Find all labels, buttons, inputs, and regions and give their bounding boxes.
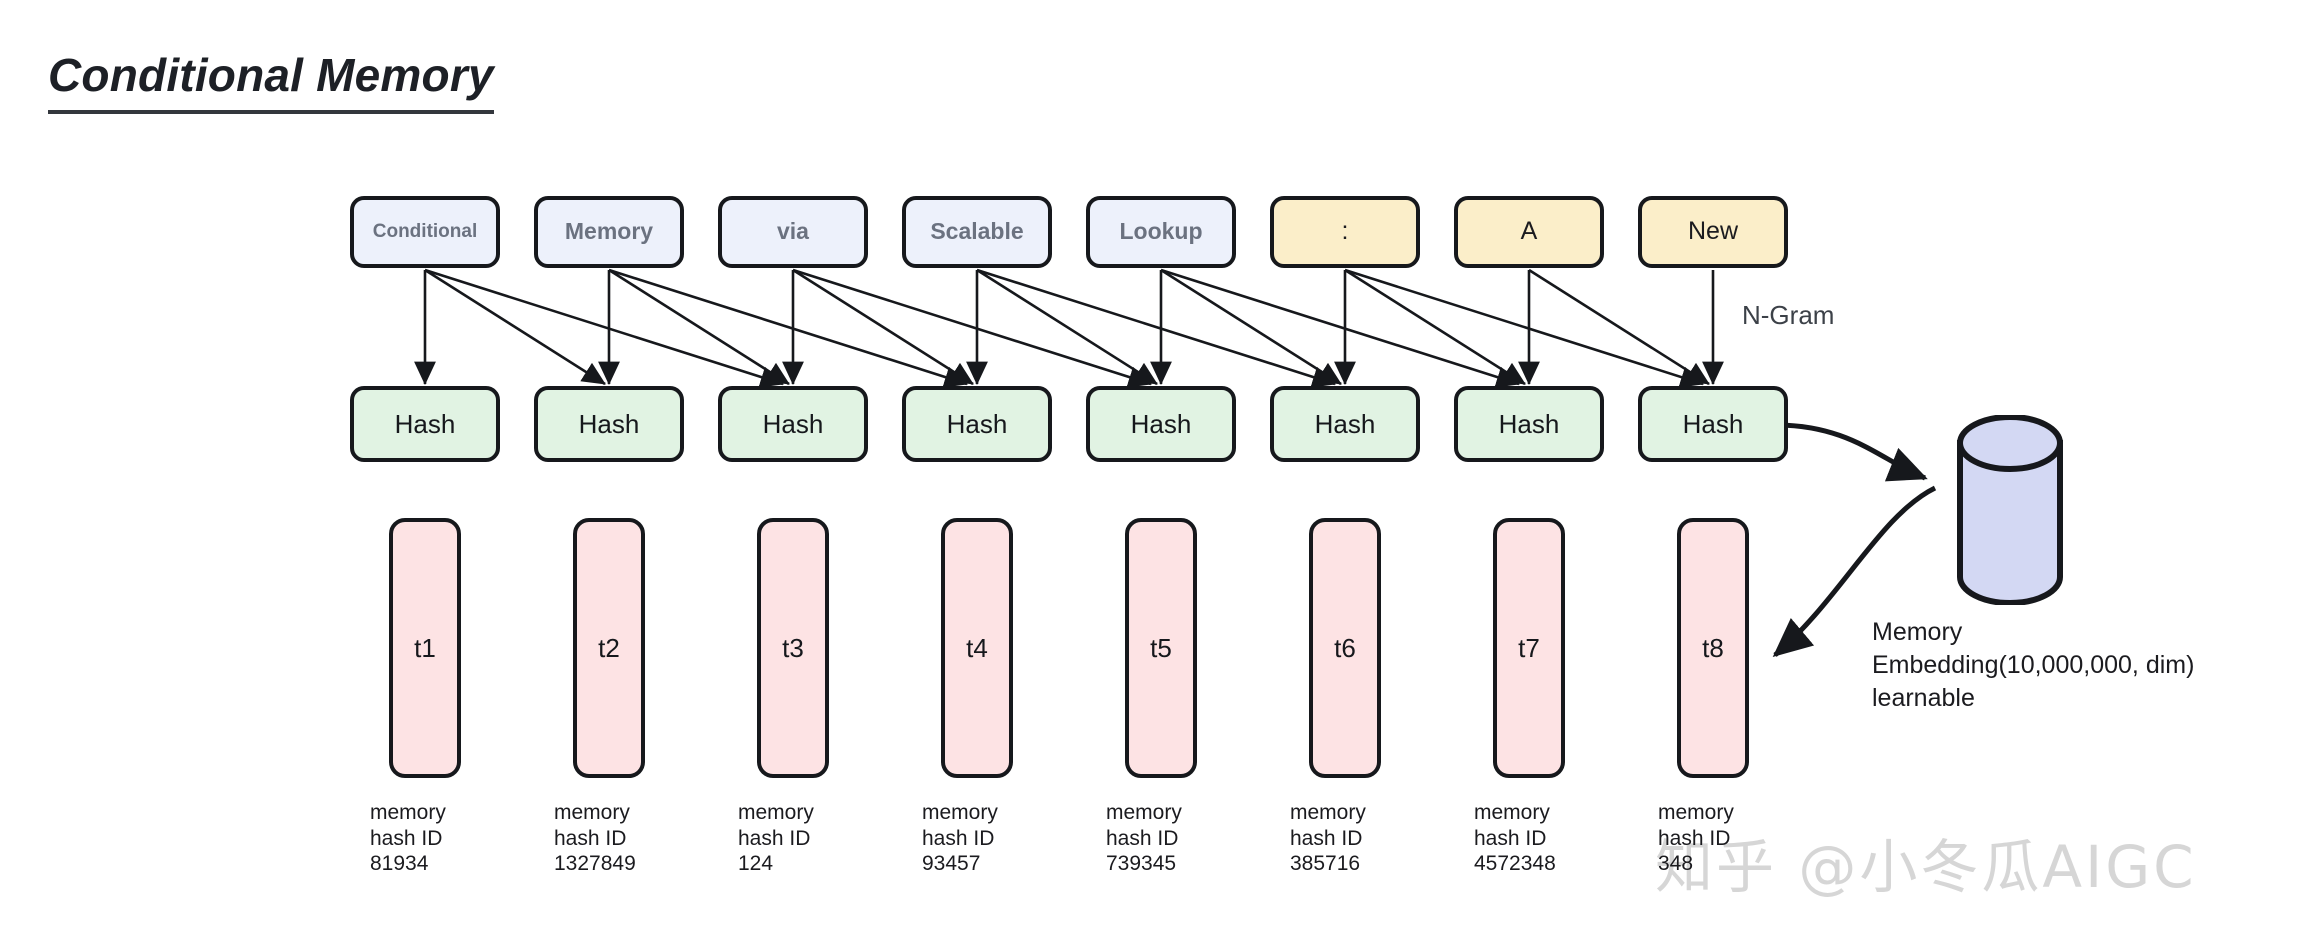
caption-line-3: 4572348 — [1474, 852, 1556, 876]
hash-box-6[interactable]: Hash — [1270, 386, 1420, 462]
caption-line-3: 385716 — [1290, 852, 1361, 876]
t-column-3[interactable]: t3 — [757, 518, 829, 778]
caption-line-2: hash ID — [738, 826, 811, 850]
t-column-label: t2 — [598, 632, 620, 663]
caption-line-1: memory — [1290, 801, 1366, 824]
caption-line-2: hash ID — [370, 826, 443, 850]
hash-label: Hash — [762, 408, 824, 439]
caption-line-1: memory — [554, 801, 630, 824]
caption-line-1: memory — [922, 801, 998, 824]
memory-store-cylinder — [1957, 415, 2063, 605]
t-column-2[interactable]: t2 — [573, 518, 645, 778]
token-box-5[interactable]: Lookup — [1086, 196, 1236, 268]
caption-line-1: memory — [370, 801, 446, 824]
t-column-5[interactable]: t5 — [1125, 518, 1197, 778]
t-column-label: t1 — [414, 632, 436, 663]
arrow-token5-to-hash7 — [1160, 268, 1520, 388]
hash-box-5[interactable]: Hash — [1086, 386, 1236, 462]
caption-line-1: memory — [738, 801, 814, 824]
t-column-8[interactable]: t8 — [1677, 518, 1749, 778]
t-column-label: t3 — [782, 632, 804, 663]
arrow-token6-to-hash7 — [1344, 268, 1526, 386]
t-column-7[interactable]: t7 — [1493, 518, 1565, 778]
token-label: New — [1687, 217, 1738, 246]
t-column-1[interactable]: t1 — [389, 518, 461, 778]
arrow-token4-to-hash5 — [976, 268, 1158, 386]
caption-line-1: memory — [1106, 801, 1182, 824]
caption-line-3: 739345 — [1106, 852, 1177, 876]
hash-label: Hash — [578, 408, 640, 439]
hash-label: Hash — [394, 408, 456, 439]
token-label: via — [777, 218, 809, 245]
token-box-6[interactable]: : — [1270, 196, 1420, 268]
ngram-label: N-Gram — [1742, 300, 1835, 330]
caption-line-1: memory — [1658, 801, 1734, 824]
arrow-token7-to-hash8 — [1528, 268, 1710, 386]
t-column-label: t7 — [1518, 632, 1540, 663]
hash-box-1[interactable]: Hash — [350, 386, 500, 462]
token-box-7[interactable]: A — [1454, 196, 1604, 268]
arrow-token2-to-hash3 — [608, 268, 790, 386]
arrow-token5-to-hash6 — [1160, 268, 1342, 386]
token-label: Memory — [564, 218, 654, 245]
caption-line-3: 348 — [1658, 852, 1694, 876]
arrow-token1-to-hash2 — [424, 268, 606, 386]
caption-line-2: hash ID — [1106, 826, 1179, 850]
arrow-hash8-to-cylinder — [1771, 422, 1928, 482]
arrow-token3-to-hash5 — [792, 268, 1152, 388]
token-box-8[interactable]: New — [1638, 196, 1788, 268]
hash-box-2[interactable]: Hash — [534, 386, 684, 462]
token-box-4[interactable]: Scalable — [902, 196, 1052, 268]
token-label: Scalable — [930, 218, 1024, 245]
arrow-token4-to-hash6 — [976, 268, 1336, 388]
hash-label: Hash — [946, 408, 1008, 439]
caption-line-3: 81934 — [370, 852, 429, 876]
token-label: : — [1341, 217, 1349, 246]
caption-line-2: hash ID — [922, 826, 995, 850]
t-column-6[interactable]: t6 — [1309, 518, 1381, 778]
hash-label: Hash — [1498, 408, 1560, 439]
watermark: 知乎 @小冬瓜AIGC — [1655, 833, 2197, 901]
page-title: Conditional Memory — [48, 48, 494, 114]
token-box-1[interactable]: Conditional — [350, 196, 500, 268]
caption-line-2: hash ID — [554, 826, 627, 850]
hash-box-7[interactable]: Hash — [1454, 386, 1604, 462]
arrow-token6-to-hash8 — [1344, 268, 1704, 388]
arrow-token1-to-hash3 — [424, 268, 784, 388]
token-label: Conditional — [372, 220, 478, 242]
hash-box-3[interactable]: Hash — [718, 386, 868, 462]
hash-box-4[interactable]: Hash — [902, 386, 1052, 462]
caption-line-3: 124 — [738, 852, 774, 876]
t-column-label: t6 — [1334, 632, 1356, 663]
hash-label: Hash — [1682, 408, 1744, 439]
hash-label: Hash — [1130, 408, 1192, 439]
caption-line-2: hash ID — [1658, 826, 1731, 850]
hash-box-8[interactable]: Hash — [1638, 386, 1788, 462]
t-column-4[interactable]: t4 — [941, 518, 1013, 778]
hash-label: Hash — [1314, 408, 1376, 439]
memory-embedding-note: Memory Embedding(10,000,000, dim) learna… — [1872, 618, 2195, 712]
token-box-2[interactable]: Memory — [534, 196, 684, 268]
token-label: Lookup — [1119, 218, 1203, 245]
token-box-3[interactable]: via — [718, 196, 868, 268]
caption-line-1: memory — [1474, 801, 1550, 824]
arrow-token3-to-hash4 — [792, 268, 974, 386]
t-column-label: t5 — [1150, 632, 1172, 663]
caption-line-2: hash ID — [1474, 826, 1547, 850]
token-label: A — [1520, 217, 1538, 246]
caption-line-2: hash ID — [1290, 826, 1363, 850]
t-column-label: t4 — [966, 632, 988, 663]
caption-line-3: 1327849 — [554, 852, 636, 876]
caption-line-3: 93457 — [922, 852, 981, 876]
t-column-label: t8 — [1702, 632, 1724, 663]
arrow-token2-to-hash4 — [608, 268, 968, 388]
